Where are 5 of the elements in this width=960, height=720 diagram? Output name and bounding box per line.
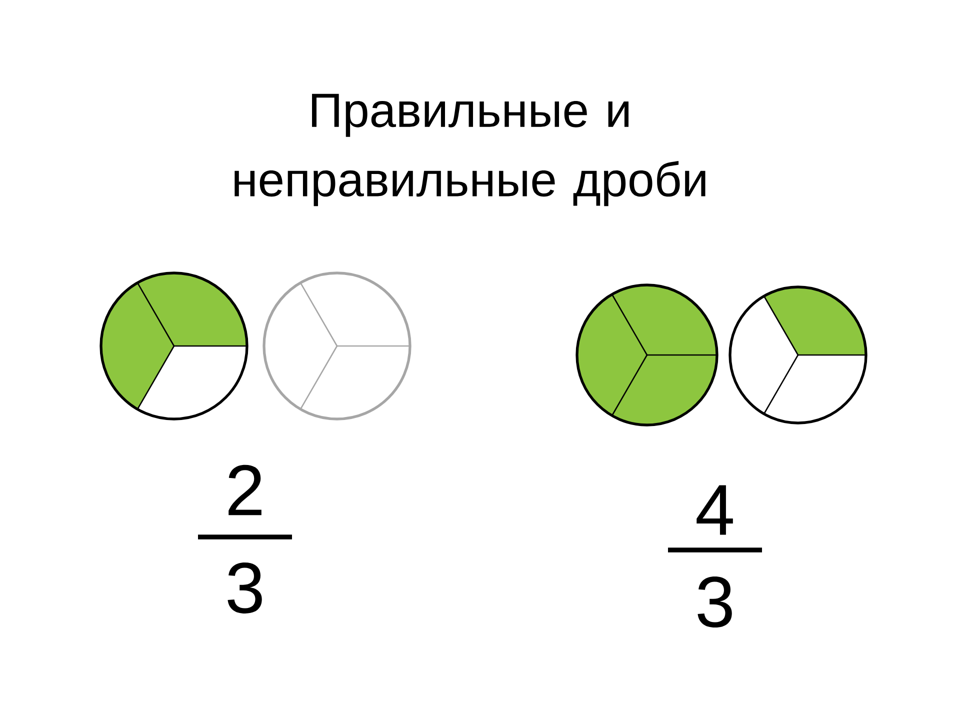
numerator: 4 <box>696 485 733 535</box>
numerator: 2 <box>228 464 262 516</box>
denominator: 3 <box>698 576 732 628</box>
title: Правильные и неправильные дроби <box>234 94 706 206</box>
denominator: 3 <box>228 562 262 614</box>
